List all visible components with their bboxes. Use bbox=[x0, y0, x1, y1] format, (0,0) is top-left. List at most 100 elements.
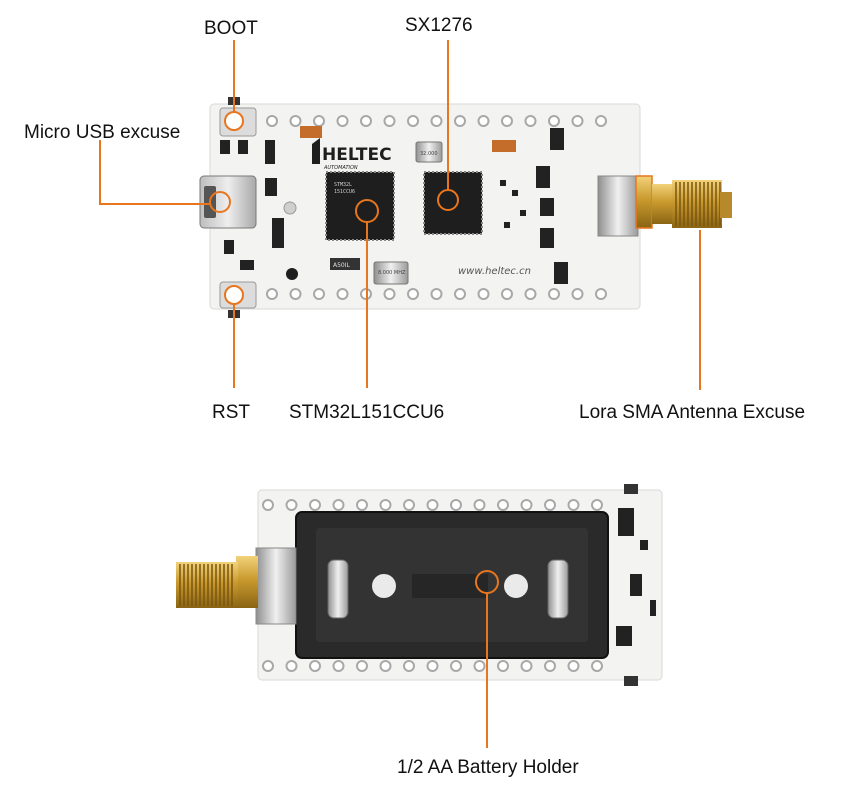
header-pin-hole bbox=[285, 499, 298, 511]
header-pin-hole bbox=[356, 660, 368, 672]
header-pin-hole bbox=[332, 499, 345, 511]
bottom-right-components bbox=[616, 508, 656, 646]
header-pin-hole bbox=[567, 660, 580, 672]
crystal-32mhz-label: 32.000 bbox=[420, 151, 438, 157]
rst-button[interactable] bbox=[224, 285, 244, 305]
header-pin-hole bbox=[309, 499, 321, 511]
header-pin-hole bbox=[595, 288, 607, 300]
header-pin-hole bbox=[266, 288, 278, 300]
part-code-chip bbox=[330, 258, 360, 270]
bottom-board bbox=[176, 484, 663, 686]
label-stm32: STM32L151CCU6 bbox=[289, 402, 444, 423]
label-lora-sma: Lora SMA Antenna Excuse bbox=[579, 402, 805, 423]
header-pin-hole bbox=[473, 499, 486, 511]
header-pin-hole bbox=[477, 288, 490, 300]
label-micro-usb: Micro USB excuse bbox=[24, 122, 180, 143]
heltec-logo-text: HELTEC bbox=[322, 145, 392, 165]
bottom-sma-connector bbox=[176, 556, 258, 608]
header-pin-hole bbox=[426, 660, 439, 672]
header-pin-hole bbox=[473, 660, 486, 672]
header-pin-hole bbox=[313, 115, 325, 127]
header-pin-hole bbox=[454, 115, 466, 127]
label-rst: RST bbox=[212, 402, 250, 423]
bottom-sma-mount bbox=[255, 547, 297, 625]
header-pin-hole bbox=[379, 499, 392, 511]
header-pin-hole bbox=[430, 115, 443, 127]
heltec-logo: HELTEC AUTOMATION bbox=[312, 138, 392, 171]
usb-leader bbox=[99, 140, 210, 205]
header-pin-hole bbox=[548, 288, 560, 300]
heltec-logo-subtext: AUTOMATION bbox=[323, 165, 358, 171]
header-pin-hole bbox=[501, 115, 513, 127]
header-pin-hole bbox=[524, 288, 537, 300]
micro-usb-marker bbox=[209, 191, 231, 213]
crystal-32mhz bbox=[415, 141, 443, 163]
top-sma-threads bbox=[672, 180, 722, 228]
header-pin-hole bbox=[313, 288, 325, 300]
header-pin-hole bbox=[497, 660, 509, 672]
holder-hole-left bbox=[372, 574, 396, 598]
header-pin-hole bbox=[379, 660, 392, 672]
header-pin-hole bbox=[591, 660, 603, 672]
header-pin-hole bbox=[356, 499, 368, 511]
header-pin-hole bbox=[309, 660, 321, 672]
battery-contact-left bbox=[327, 559, 349, 619]
header-pin-hole bbox=[571, 288, 584, 300]
bottom-right-switch bbox=[624, 484, 638, 494]
callout-lines bbox=[99, 40, 701, 748]
header-pin-hole bbox=[289, 115, 302, 127]
header-pin-hole bbox=[403, 660, 415, 672]
label-boot: BOOT bbox=[204, 18, 258, 39]
header-pin-hole bbox=[450, 499, 462, 511]
header-pin-hole bbox=[567, 499, 580, 511]
header-pin-hole bbox=[520, 499, 533, 511]
top-header-pins-row-upper bbox=[266, 115, 607, 127]
header-pin-hole bbox=[383, 115, 396, 127]
label-battery-holder: 1/2 AA Battery Holder bbox=[397, 757, 579, 778]
header-pin-hole bbox=[595, 115, 607, 127]
header-pin-hole bbox=[591, 499, 603, 511]
header-pin-hole bbox=[383, 288, 396, 300]
mount-pad bbox=[283, 201, 297, 215]
led-indicator bbox=[286, 268, 298, 280]
bottom-header-pins-row-upper bbox=[262, 499, 603, 511]
part-code-label: A50IL bbox=[333, 262, 351, 269]
header-pin-hole bbox=[571, 115, 584, 127]
header-pin-hole bbox=[544, 499, 556, 511]
header-pin-hole bbox=[403, 499, 415, 511]
header-pin-hole bbox=[407, 288, 419, 300]
boot-button[interactable] bbox=[224, 111, 244, 131]
header-pin-hole bbox=[548, 115, 560, 127]
bottom-header-pins-row-lower bbox=[262, 660, 603, 672]
header-pin-hole bbox=[332, 660, 345, 672]
header-pin-hole bbox=[285, 660, 298, 672]
header-pin-hole bbox=[336, 115, 349, 127]
header-pin-hole bbox=[360, 115, 372, 127]
holder-center-rib bbox=[412, 574, 488, 598]
website-print: www.heltec.cn bbox=[458, 266, 531, 277]
header-pin-hole bbox=[450, 660, 462, 672]
header-pin-hole bbox=[289, 288, 302, 300]
bottom-sma-threads bbox=[179, 564, 233, 606]
header-pin-hole bbox=[426, 499, 439, 511]
header-pin-hole bbox=[477, 115, 490, 127]
header-pin-hole bbox=[524, 115, 537, 127]
header-pin-hole bbox=[262, 660, 274, 672]
top-sma-connector bbox=[597, 175, 732, 237]
top-header-pins-row-lower bbox=[266, 288, 607, 300]
sx1276-chip bbox=[423, 171, 483, 235]
header-pin-hole bbox=[336, 288, 349, 300]
crystal-8mhz-label: 8.000 MHZ bbox=[378, 270, 406, 276]
header-pin-hole bbox=[501, 288, 513, 300]
crystal-8mhz bbox=[373, 261, 409, 285]
header-pin-hole bbox=[497, 499, 509, 511]
header-pin-hole bbox=[520, 660, 533, 672]
holder-hole-right bbox=[504, 574, 528, 598]
label-sx1276: SX1276 bbox=[405, 15, 473, 36]
header-pin-hole bbox=[454, 288, 466, 300]
header-pin-hole bbox=[266, 115, 278, 127]
passive-components bbox=[220, 126, 568, 284]
